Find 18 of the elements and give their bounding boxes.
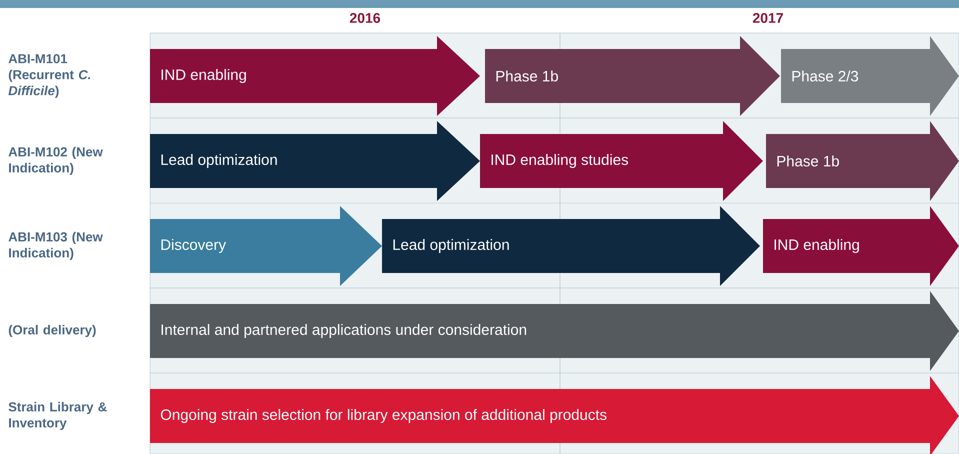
phase-chevron-band: IND enabling: [150, 36, 480, 116]
phase-chevron-band: Internal and partnered applications under consideration: [150, 290, 959, 371]
row-label: ABI-M102 (New Indication): [8, 146, 103, 176]
phase-chevron-band: Lead optimization: [382, 206, 760, 286]
year-label: 2017: [752, 13, 783, 23]
year-label: 2016: [350, 13, 380, 23]
row-label: ABI-M103 (New Indication): [8, 232, 103, 260]
row-label: (Oral delivery): [8, 324, 96, 338]
row-label: Strain Library & Inventory: [8, 402, 107, 430]
phase-chevron-band: Discovery: [150, 206, 382, 286]
phase-chevron-band: IND enabling studies: [480, 121, 763, 201]
row-label: ABI-M101 (Recurrent C. Difficile): [8, 54, 90, 98]
phase-chevron-band: IND enabling: [763, 206, 959, 286]
phase-chevron-band: Ongoing strain selection for library expansion of additional products: [150, 376, 959, 454]
phase-chevron-band: Phase 1b: [766, 121, 959, 201]
phase-chevron-band: Lead optimization: [150, 121, 480, 201]
phase-chevron-band: Phase 1b: [485, 36, 780, 116]
phase-chevron-band: Phase 2/3: [781, 36, 959, 116]
